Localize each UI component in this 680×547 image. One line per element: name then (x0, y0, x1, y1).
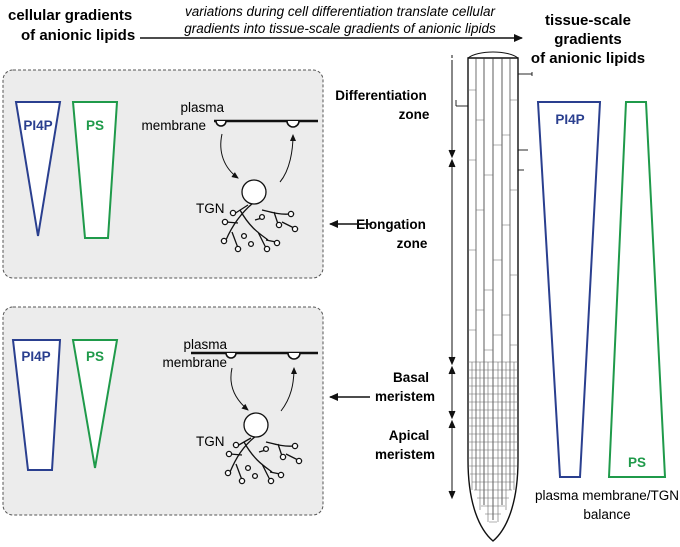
cellular-panel-bottom: PI4P PS plasma membrane TGN (2, 306, 324, 516)
endocytosis-arrow (220, 133, 239, 179)
apical-meristem-label-line2: meristem (375, 447, 435, 462)
zone-bracket (448, 55, 456, 500)
tissue-ps-label: PS (628, 455, 646, 470)
elongation-zone-label-line2: zone (397, 236, 428, 251)
tgn-label: TGN (196, 434, 225, 449)
vesicle-budding-icon (225, 352, 237, 359)
header-center-line1: variations during cell differentiation t… (185, 4, 495, 19)
vesicle-fusion-icon (286, 120, 300, 128)
root-illustration (455, 51, 533, 542)
plasma-membrane-label-line2: membrane (141, 118, 206, 133)
cellular-panel-top: PI4P PS plasma membrane TGN (2, 69, 324, 279)
left-title-line2: of anionic lipids (21, 27, 135, 44)
pi4p-wedge (14, 101, 62, 237)
tissue-pi4p-gradient (536, 101, 602, 478)
secretion-arrow (279, 134, 296, 183)
ps-wedge (71, 339, 119, 469)
tgn-label: TGN (196, 201, 225, 216)
tgn-network-icon (220, 179, 299, 253)
pi4p-label: PI4P (21, 349, 50, 364)
basal-meristem-label-line2: meristem (375, 389, 435, 404)
header-center-line2: gradients into tissue-scale gradients of… (184, 21, 496, 36)
ps-wedge (71, 101, 119, 239)
tissue-caption-line2: balance (583, 507, 630, 522)
ps-label: PS (86, 118, 104, 133)
right-title-line1: tissue-scale (545, 12, 631, 29)
pi4p-wedge (11, 339, 62, 471)
basal-meristem-label-line1: Basal (393, 370, 429, 385)
right-title-line2: gradients (554, 31, 622, 48)
differentiation-zone-label-line2: zone (399, 107, 430, 122)
tissue-ps-gradient (607, 101, 667, 478)
plasma-membrane-label-line2: membrane (162, 355, 227, 370)
left-title-line1: cellular gradients (8, 7, 132, 24)
plasma-membrane-label-line1: plasma (183, 337, 227, 352)
tissue-caption-line1: plasma membrane/TGN (535, 488, 679, 503)
tgn-network-icon (224, 412, 303, 485)
right-title-line3: of anionic lipids (531, 50, 645, 67)
secretion-arrow (280, 367, 297, 412)
apical-meristem-label-line1: Apical (389, 428, 430, 443)
endocytosis-arrow (230, 367, 249, 411)
elongation-zone-label-line1: Elongation (356, 217, 426, 232)
differentiation-zone-label-line1: Differentiation (335, 88, 427, 103)
tissue-pi4p-label: PI4P (555, 112, 584, 127)
plasma-membrane-label-line1: plasma (180, 100, 224, 115)
vesicle-fusion-icon (287, 352, 301, 360)
vesicle-budding-icon (215, 120, 227, 127)
ps-label: PS (86, 349, 104, 364)
pi4p-label: PI4P (23, 118, 52, 133)
